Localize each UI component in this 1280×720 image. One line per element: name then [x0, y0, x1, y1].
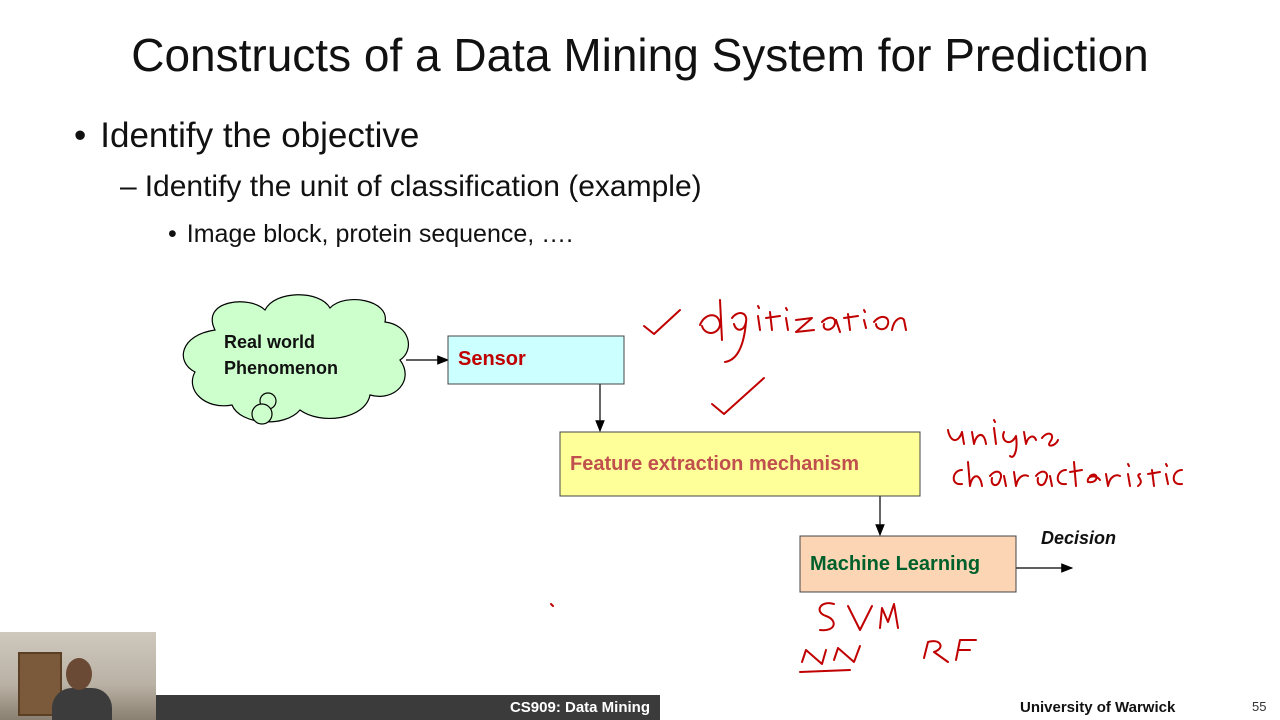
cloud-line2: Phenomenon [224, 358, 339, 378]
check-mark-1 [643, 309, 681, 335]
webcam-person-body [52, 688, 112, 720]
ml-label: Machine Learning [810, 553, 981, 575]
bullet-mark: • [168, 220, 177, 248]
bullet-level2: –Identify the unit of classification (ex… [120, 170, 702, 204]
handwriting-characteristics [952, 461, 1183, 487]
footer-bar: CS909: Data Mining [156, 695, 660, 720]
bullet-mark: • [74, 116, 87, 155]
handwriting-unique [947, 419, 1059, 458]
bullet-level1-text: Identify the objective [100, 116, 420, 155]
page-number: 55 [1252, 699, 1267, 714]
decision-label: Decision [1041, 528, 1117, 548]
bullet-level1: • Identify the objective [74, 116, 419, 156]
handwriting-nn-underline [799, 669, 851, 673]
cloud-shape [182, 294, 409, 425]
feature-label: Feature extraction mechanism [570, 453, 859, 475]
footer-course: CS909: Data Mining [509, 699, 650, 716]
webcam-person-head [66, 658, 92, 690]
handwriting-rf [923, 639, 977, 663]
sensor-box [447, 335, 625, 385]
check-mark-2 [711, 377, 765, 415]
presenter-webcam [0, 632, 156, 720]
handwriting-dot [550, 603, 554, 607]
cloud-label: Real world Phenomenon [224, 329, 338, 381]
ml-box [799, 535, 1017, 593]
handwritten-annotations [550, 299, 1183, 673]
feature-box [559, 431, 921, 497]
dash-mark: – [120, 170, 137, 203]
bullet-level2-text: Identify the unit of classification (exa… [144, 170, 702, 203]
sensor-label: Sensor [458, 348, 526, 370]
cloud-line1: Real world [224, 332, 316, 352]
bullet-level3: • Image block, protein sequence, …. [168, 220, 573, 249]
handwriting-svm [818, 602, 899, 632]
slide-title: Constructs of a Data Mining System for P… [131, 29, 1149, 81]
handwriting-digitization [699, 299, 907, 363]
handwriting-nn [801, 645, 861, 665]
bullet-level3-text: Image block, protein sequence, …. [186, 220, 574, 248]
footer-university: University of Warwick [1020, 699, 1176, 716]
